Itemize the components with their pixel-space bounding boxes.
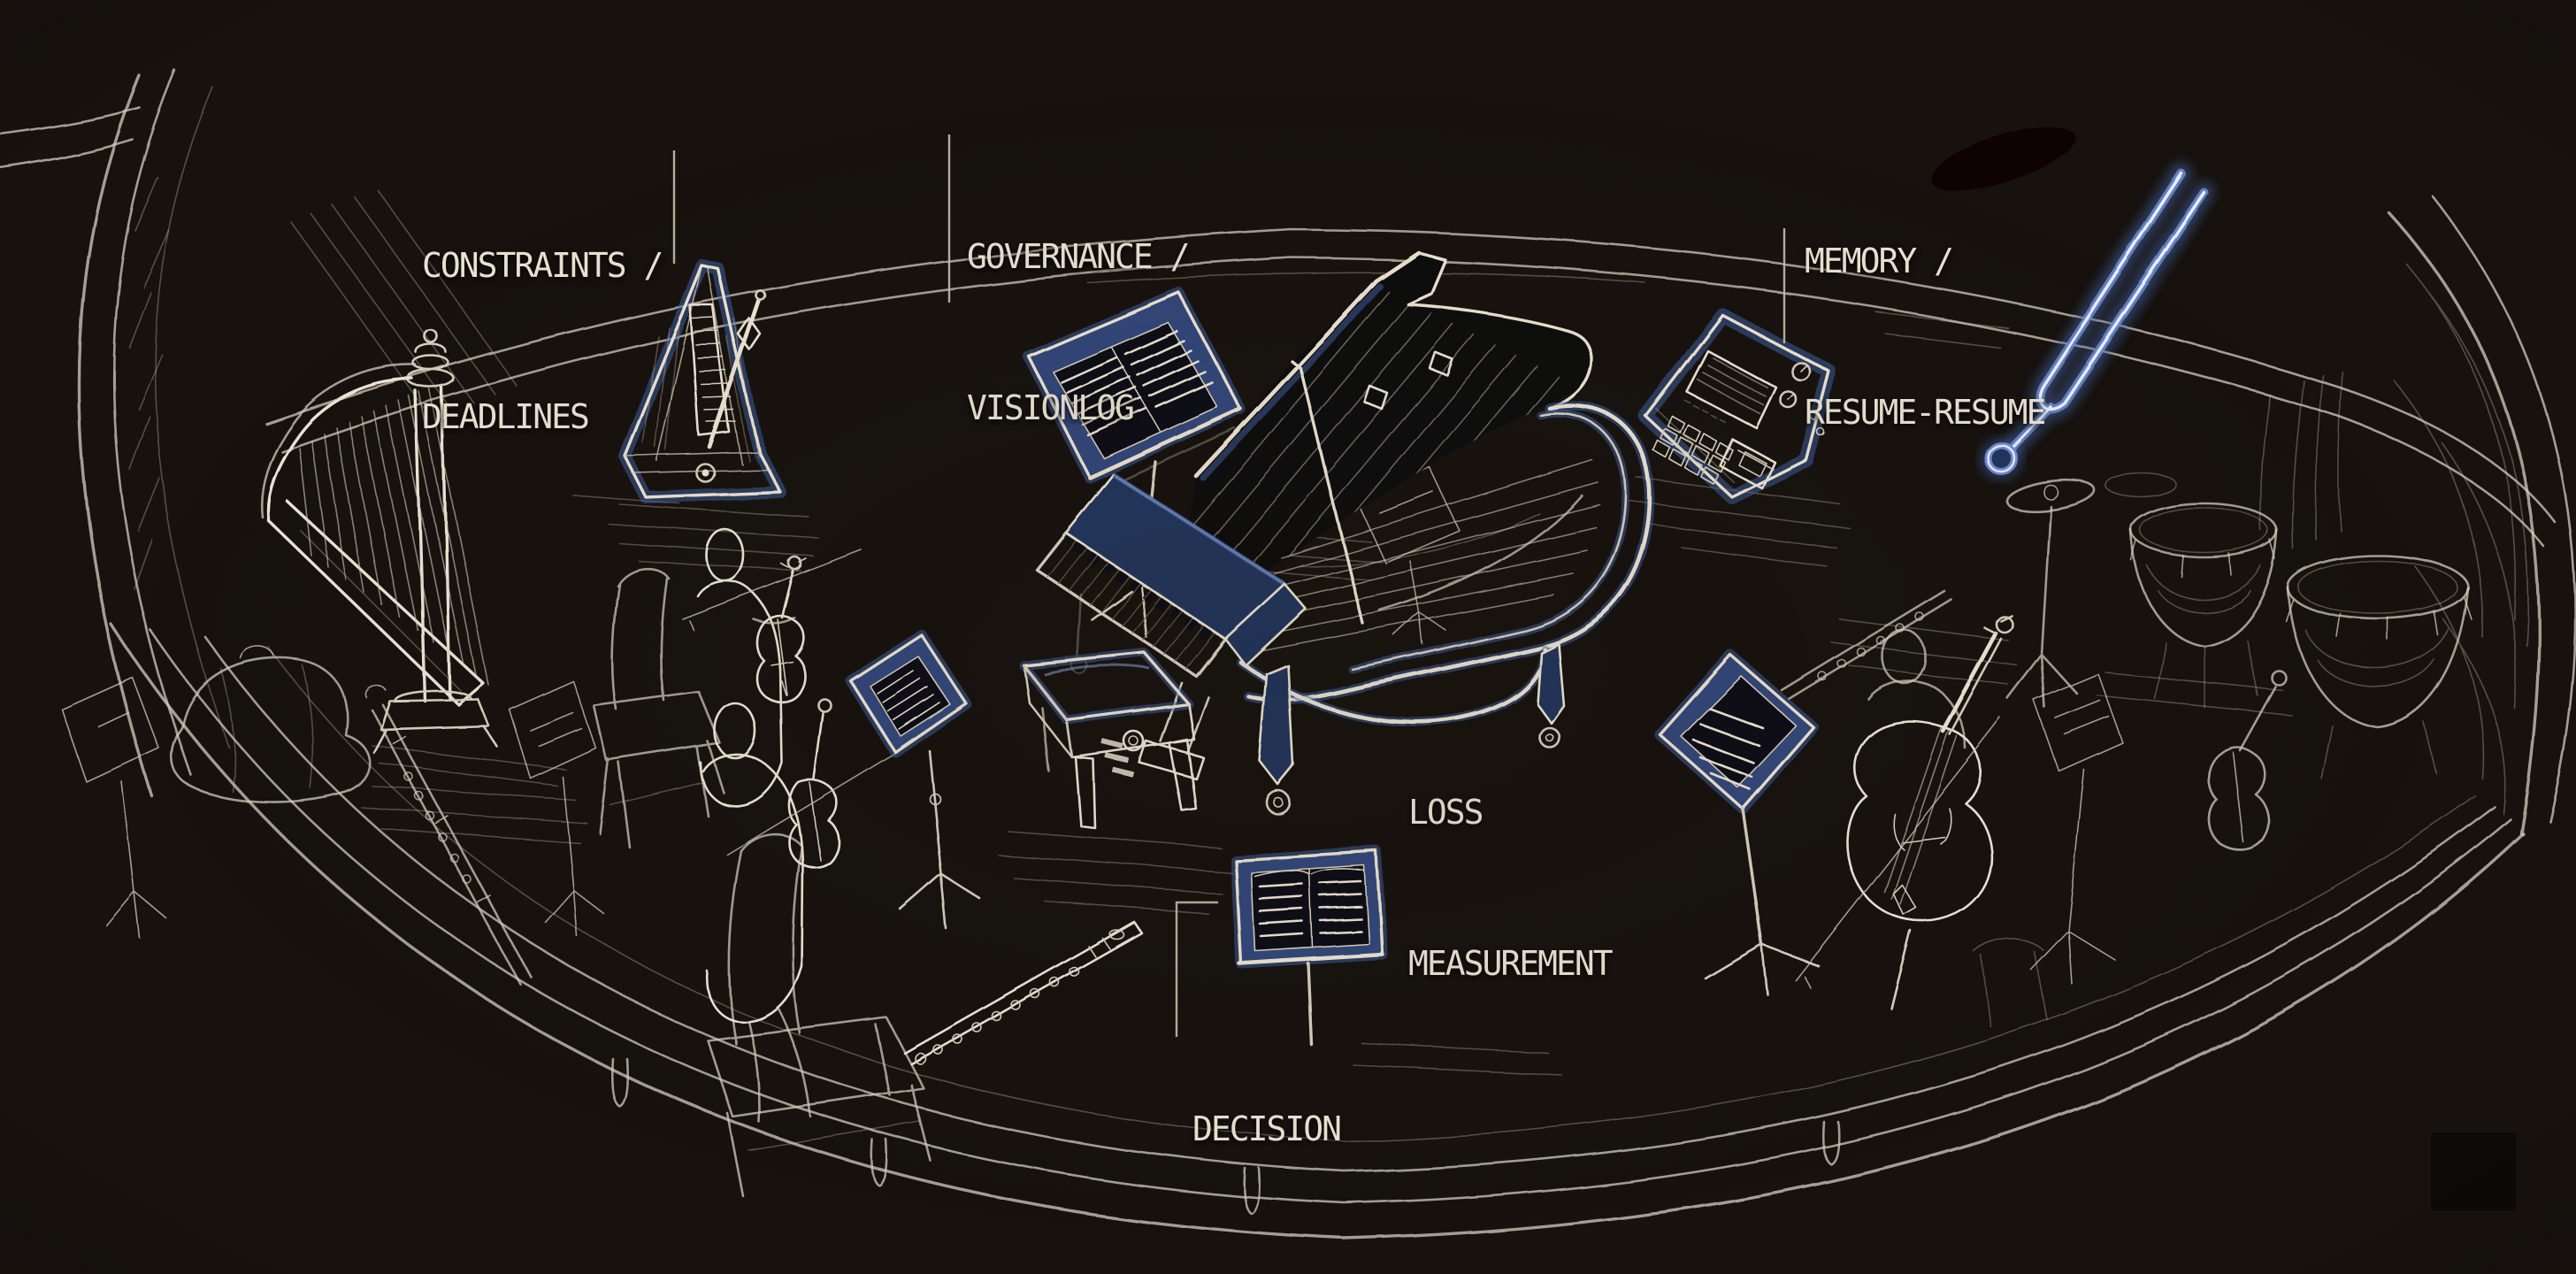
cello xyxy=(1795,614,2014,1010)
governance-music-stand xyxy=(1023,287,1246,639)
label-decision: DECISION xyxy=(1192,1003,1342,1205)
timpani xyxy=(2104,371,2472,779)
label-line: CONSTRAINTS / xyxy=(422,246,663,285)
flute-2 xyxy=(1780,589,1953,701)
music-stand-white-far-left xyxy=(61,677,167,939)
cellist-figure xyxy=(1867,628,1967,750)
label-memory-resume: MEMORY / RESUME-RESUME xyxy=(1805,135,2046,488)
label-line: MEMORY / xyxy=(1805,242,1954,280)
label-line: VISIONLOG xyxy=(967,388,1135,427)
violin-1 xyxy=(682,549,862,704)
violin-2 xyxy=(726,697,898,869)
cymbal xyxy=(2005,479,2096,710)
label-line: MEASUREMENT xyxy=(1408,944,1614,983)
violinists-music-stand xyxy=(846,630,982,931)
music-stand-white-right xyxy=(2030,673,2124,985)
piano-bench xyxy=(1019,649,1198,830)
label-governance-visionlog: GOVERNANCE / VISIONLOG xyxy=(967,131,1191,484)
label-line: RESUME-RESUME xyxy=(1805,393,2046,432)
instrument-case xyxy=(171,646,371,803)
violinist-figure-1 xyxy=(696,528,796,808)
music-stand-white-left xyxy=(509,680,606,937)
label-constraints-deadlines: CONSTRAINTS / DEADLINES xyxy=(422,140,663,493)
decision-leader-line xyxy=(1175,901,1218,1037)
watermark-square xyxy=(2431,1132,2516,1210)
decision-music-stand xyxy=(1230,846,1387,1046)
chair xyxy=(593,567,725,849)
label-loss-measurement: LOSS MEASUREMENT xyxy=(1408,687,1614,1040)
ink-smudge xyxy=(1931,127,2076,192)
drum-machine xyxy=(1638,308,1836,504)
loss-music-stand xyxy=(1654,649,1821,996)
grand-piano xyxy=(1035,250,1655,815)
label-line: GOVERNANCE / xyxy=(967,237,1191,276)
label-line: DEADLINES xyxy=(422,397,590,436)
label-line: DECISION xyxy=(1192,1109,1342,1148)
flute xyxy=(902,920,1143,1065)
violin-right xyxy=(2207,669,2288,852)
metronome xyxy=(618,259,786,503)
chair-right xyxy=(1974,938,2048,1027)
harp xyxy=(260,328,567,787)
oboe xyxy=(364,684,533,986)
chair xyxy=(706,833,932,1198)
tuning-fork xyxy=(1980,163,2215,480)
label-line: LOSS xyxy=(1408,793,1484,832)
